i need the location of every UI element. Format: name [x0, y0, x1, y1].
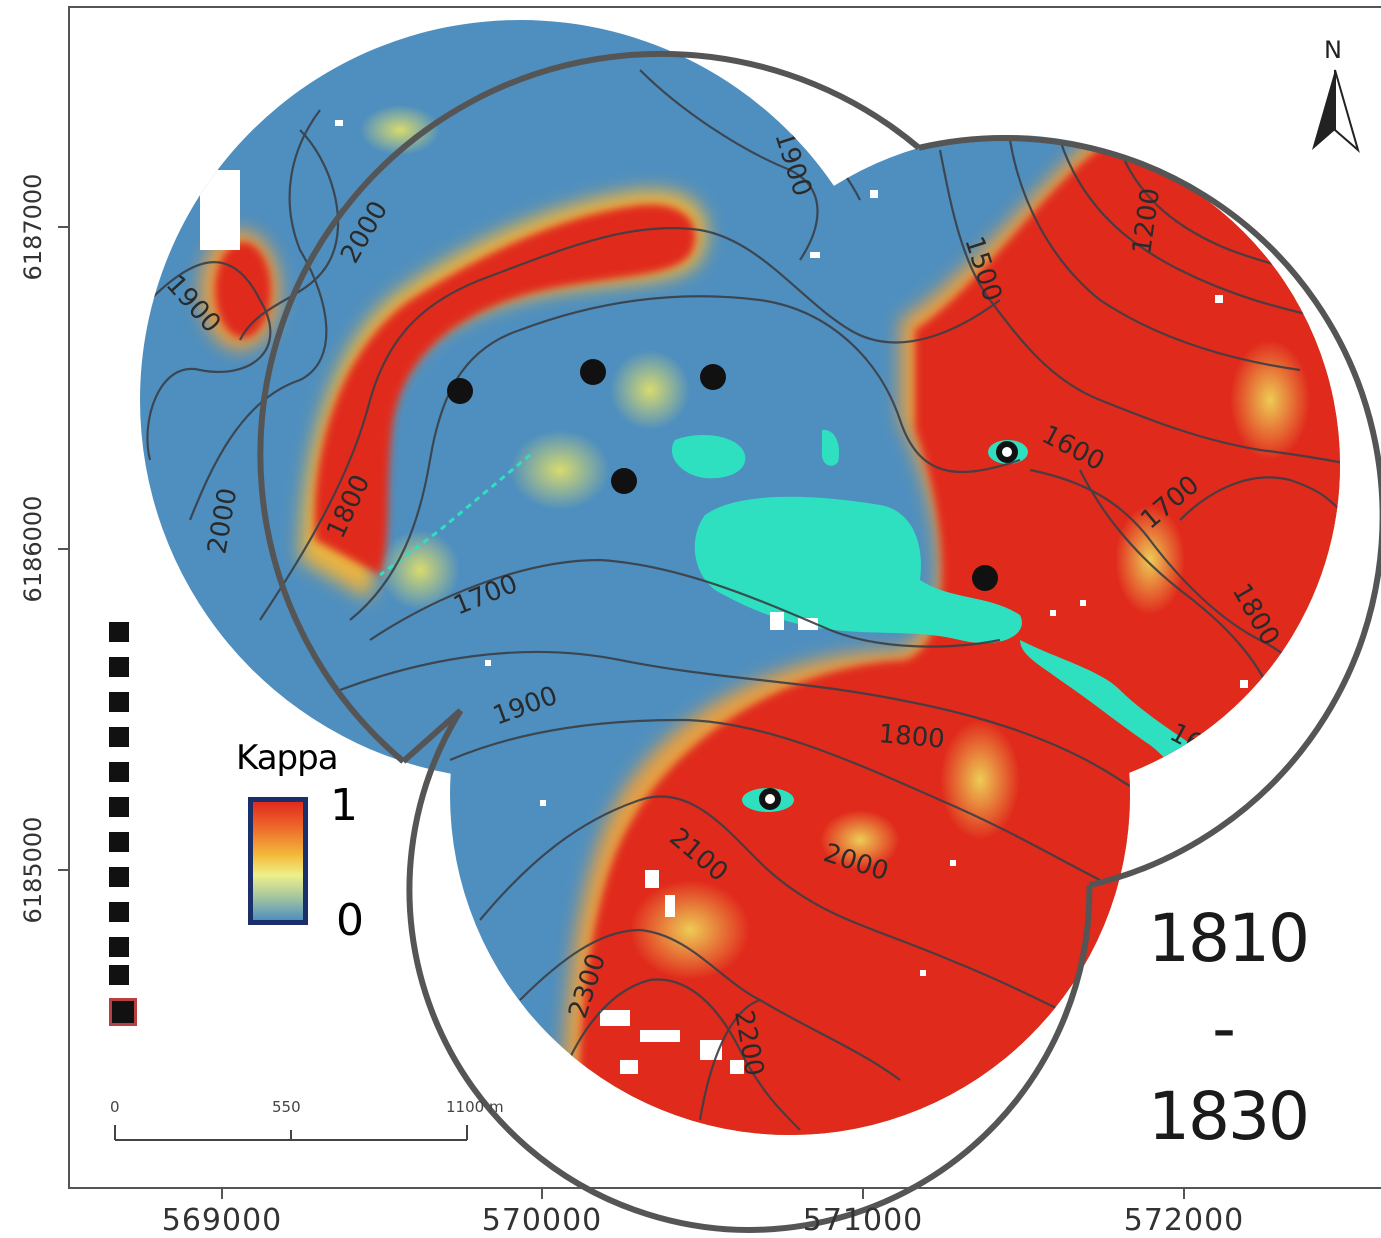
x-tick [541, 1189, 543, 1199]
sample-point [580, 359, 606, 385]
legend-title: Kappa [236, 738, 339, 778]
scale-label-end: 1100 m [446, 1098, 504, 1116]
timeline-marker [109, 832, 129, 852]
scale-label-start: 0 [110, 1098, 120, 1116]
legend-min-label: 0 [336, 895, 364, 946]
sample-point [972, 565, 998, 591]
mid-kappa-patches [360, 105, 1310, 980]
north-label: N [1324, 36, 1342, 64]
timeline-marker [109, 867, 129, 887]
contour-lines [146, 69, 1340, 1131]
sample-points [447, 359, 1018, 810]
sample-point [700, 364, 726, 390]
north-arrow-icon [1312, 69, 1360, 153]
y-tick-label: 6185000 [19, 816, 47, 924]
scale-bar [114, 1125, 468, 1141]
timeline-marker-active [109, 998, 137, 1026]
x-tick [862, 1189, 864, 1199]
x-tick [1183, 1189, 1185, 1199]
y-tick [58, 226, 68, 228]
x-tick-label: 570000 [481, 1203, 603, 1238]
x-tick-label: 569000 [161, 1203, 283, 1238]
x-tick [221, 1189, 223, 1199]
y-tick [58, 869, 68, 871]
timeline-marker [109, 727, 129, 747]
contour-label: 1800 [877, 719, 946, 755]
sample-point [447, 378, 473, 404]
timeline-marker [109, 657, 129, 677]
legend-max-label: 1 [330, 780, 358, 831]
timeline-marker [109, 965, 129, 985]
x-tick-label: 571000 [802, 1203, 924, 1238]
legend-color-bar [248, 797, 308, 925]
study-area-outline [257, 50, 1381, 1233]
period-end: 1830 [1148, 1078, 1310, 1155]
timeline-marker [109, 937, 129, 957]
y-tick [58, 548, 68, 550]
period-start: 1810 [1148, 900, 1310, 977]
timeline-marker [109, 902, 129, 922]
timeline-marker [109, 762, 129, 782]
x-tick-label: 572000 [1123, 1203, 1245, 1238]
timeline-marker [109, 622, 129, 642]
scale-label-mid: 550 [272, 1098, 301, 1116]
timeline-marker [109, 692, 129, 712]
sample-point [611, 468, 637, 494]
period-separator: - [1212, 990, 1236, 1067]
y-tick-label: 6187000 [19, 173, 47, 281]
timeline-marker [109, 797, 129, 817]
y-tick-label: 6186000 [19, 495, 47, 603]
